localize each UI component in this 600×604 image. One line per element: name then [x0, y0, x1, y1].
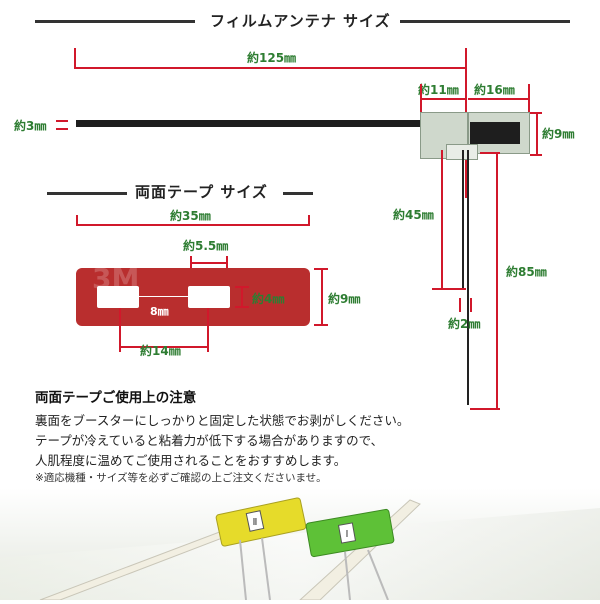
- dim-line-tape-width: [76, 224, 310, 226]
- dim-tick-tape-height-top: [314, 268, 328, 270]
- dim-line-tape-height: [321, 268, 323, 326]
- dim-hole-spacing: 8㎜: [150, 305, 169, 318]
- tape-hole-left: [97, 286, 139, 308]
- antenna-tab-right-dark: [470, 122, 520, 144]
- yellow-element: Ⅱ: [215, 497, 307, 601]
- dim-tick-gap-b: [470, 298, 472, 312]
- tape-header-rule-left: [47, 192, 127, 195]
- tape-title: 両面テープ サイズ: [135, 183, 268, 201]
- dim-tick-outer-l: [119, 308, 121, 352]
- dim-line-tab-height: [536, 112, 538, 156]
- dim-tick-tape-width-l: [76, 215, 78, 225]
- green-label: Ⅰ: [346, 529, 349, 540]
- notes-small: ※適応機種・サイズ等を必ずご確認の上ご注文くださいませ。: [35, 472, 327, 484]
- dim-tick-long-lead-top: [480, 152, 500, 154]
- dim-left-tab: 約11㎜: [418, 83, 459, 97]
- dim-line-hole-spacing: [139, 296, 188, 297]
- dim-short-lead: 約45㎜: [393, 208, 434, 222]
- dim-tape-height: 約9㎜: [328, 292, 361, 306]
- dim-tick-left-tab: [420, 84, 422, 112]
- dim-line-short-lead: [441, 150, 443, 290]
- dim-tick-short-lead-bot: [432, 288, 466, 290]
- dim-line-long-lead: [496, 152, 498, 410]
- dim-tick-tab-height-top: [530, 112, 542, 114]
- dim-long-lead: 約85㎜: [506, 265, 547, 279]
- dim-line-hole-height: [241, 286, 243, 308]
- dim-tick-width-top: [56, 120, 68, 122]
- dim-right-tab: 約16㎜: [474, 83, 515, 97]
- dim-tab-height: 約9㎜: [542, 127, 575, 141]
- notes-line-2: テープが冷えていると粘着力が低下する場合がありますので、: [35, 433, 384, 448]
- dim-outer-spacing: 約14㎜: [140, 344, 181, 358]
- dim-tape-gap: 約5.5㎜: [183, 239, 229, 253]
- antenna-lead-long: [467, 150, 469, 405]
- dim-tick-tape-gap-l: [190, 256, 192, 278]
- dim-total-length: 約125㎜: [247, 51, 297, 65]
- dim-hole-height: 約4㎜: [252, 292, 285, 306]
- antenna-lead-short: [462, 150, 464, 290]
- dim-line-outer: [119, 346, 209, 348]
- dim-tick-tab-height-bot: [530, 154, 542, 156]
- dim-element-width: 約3㎜: [14, 119, 47, 133]
- yellow-label: Ⅱ: [253, 517, 258, 528]
- dim-line-right-tab: [468, 98, 530, 100]
- green-element: Ⅰ: [305, 508, 395, 601]
- product-photo: Ⅱ Ⅰ: [0, 488, 600, 601]
- tape-header-rule-right: [283, 192, 313, 195]
- dim-tape-width: 約35㎜: [170, 209, 211, 223]
- notes-line-3: 人肌程度に温めてご使用されることをおすすめします。: [35, 453, 347, 468]
- dim-tick-gap-a: [459, 298, 461, 312]
- product-photo-svg: Ⅱ Ⅰ: [0, 488, 600, 601]
- dim-tick-width-bot: [56, 128, 68, 130]
- tape-hole-right: [188, 286, 230, 308]
- dim-tick-tape-gap-r: [226, 256, 228, 278]
- film-antenna-title: フィルムアンテナ サイズ: [210, 12, 391, 30]
- dim-line-total: [74, 67, 467, 69]
- dim-line-tape-gap: [190, 262, 228, 264]
- dim-tick-tape-width-r: [308, 215, 310, 225]
- dim-lead-gap: 約2㎜: [448, 317, 481, 331]
- notes-line-1: 裏面をブースターにしっかりと固定した状態でお剥がしください。: [35, 413, 410, 428]
- antenna-element: [76, 120, 428, 127]
- dim-tick-long-lead-bot: [470, 408, 500, 410]
- notes-title: 両面テープご使用上の注意: [35, 390, 197, 406]
- dim-tick-tape-height-bot: [314, 324, 328, 326]
- dim-tick-total-left: [74, 48, 76, 68]
- dim-tick-outer-r: [207, 308, 209, 352]
- header-rule-left: [35, 20, 195, 23]
- dim-line-left-tab: [421, 98, 465, 100]
- header-rule-right: [400, 20, 570, 23]
- dim-tick-right-tab: [528, 84, 530, 112]
